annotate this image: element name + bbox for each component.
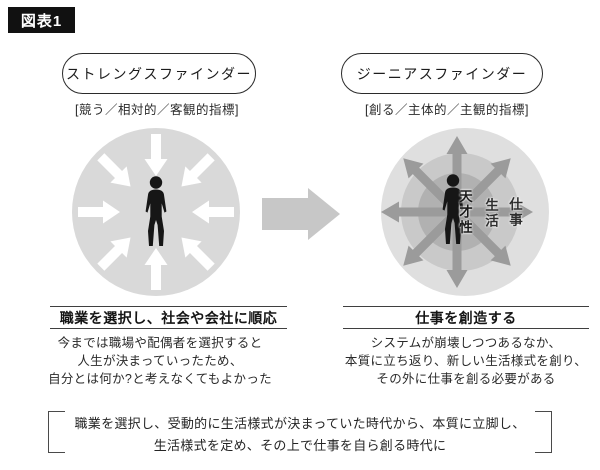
right-circle-diagram: 天才性 生活 仕事 xyxy=(380,127,550,297)
person-silhouette-icon xyxy=(442,174,464,244)
outward-arrow-icon xyxy=(448,203,511,266)
inward-arrow-icon xyxy=(192,200,234,224)
inward-arrow-icon xyxy=(144,134,168,176)
right-rule-top xyxy=(343,306,589,307)
left-body-line: 人生が決まっていったため、 xyxy=(77,354,243,368)
right-body-line: その外に仕事を創る必要がある xyxy=(376,372,556,386)
inward-arrow-icon xyxy=(78,200,120,224)
left-body-line: 自分とは何か?と考えなくてもよかった xyxy=(48,372,272,386)
right-heading: 仕事を創造する xyxy=(415,310,517,326)
right-body-line: 本質に立ち返り、新しい生活様式を創り、 xyxy=(344,354,588,368)
left-rule-top xyxy=(50,306,287,307)
footer-bracket-right xyxy=(535,411,552,453)
right-subtitle: [創る／主体的／主観的指標] xyxy=(365,103,529,117)
outward-arrow-icon xyxy=(448,158,511,221)
ring-label-genius: 天才性 xyxy=(457,189,472,236)
transition-arrow-icon xyxy=(262,188,340,240)
inward-arrow-group xyxy=(78,134,234,290)
inward-arrow-icon xyxy=(144,248,168,290)
footer-summary-line: 生活様式を定め、その上で仕事を自ら創る時代に xyxy=(153,438,447,453)
outward-arrow-icon xyxy=(449,201,533,223)
inward-arrow-icon xyxy=(181,153,215,187)
right-rule-bottom xyxy=(343,328,589,329)
left-circle-diagram xyxy=(72,128,240,296)
inward-arrow-icon xyxy=(97,237,131,271)
right-body-line: システムが崩壊しつつあるなか、 xyxy=(370,336,562,350)
person-silhouette-icon xyxy=(145,176,167,246)
inward-arrow-icon xyxy=(97,153,131,187)
right-title: ジーニアスファインダー xyxy=(356,65,528,82)
figure-label: 図表1 xyxy=(8,7,75,33)
right-title-pill: ジーニアスファインダー xyxy=(341,53,543,94)
inward-arrow-icon xyxy=(181,237,215,271)
outward-arrow-icon xyxy=(381,201,465,223)
left-heading: 職業を選択し、社会や会社に順応 xyxy=(59,310,278,326)
left-title: ストレングスファインダー xyxy=(66,65,252,82)
ring-label-work: 仕事 xyxy=(507,197,522,228)
footer-summary-line: 職業を選択し、受動的に生活様式が決まっていた時代から、本質に立脚し、 xyxy=(74,416,526,431)
inward-arrows-diagram xyxy=(72,128,240,296)
outward-arrow-icon xyxy=(446,204,468,288)
ring-label-life: 生活 xyxy=(483,198,498,229)
outward-arrows-diagram xyxy=(381,128,549,296)
left-subtitle: [競う／相対的／客観的指標] xyxy=(75,103,239,117)
left-title-pill: ストレングスファインダー xyxy=(62,53,256,94)
left-body-line: 今までは職場や配偶者を選択すると xyxy=(57,336,263,350)
footer-bracket-left xyxy=(48,411,65,453)
left-rule-bottom xyxy=(50,328,287,329)
